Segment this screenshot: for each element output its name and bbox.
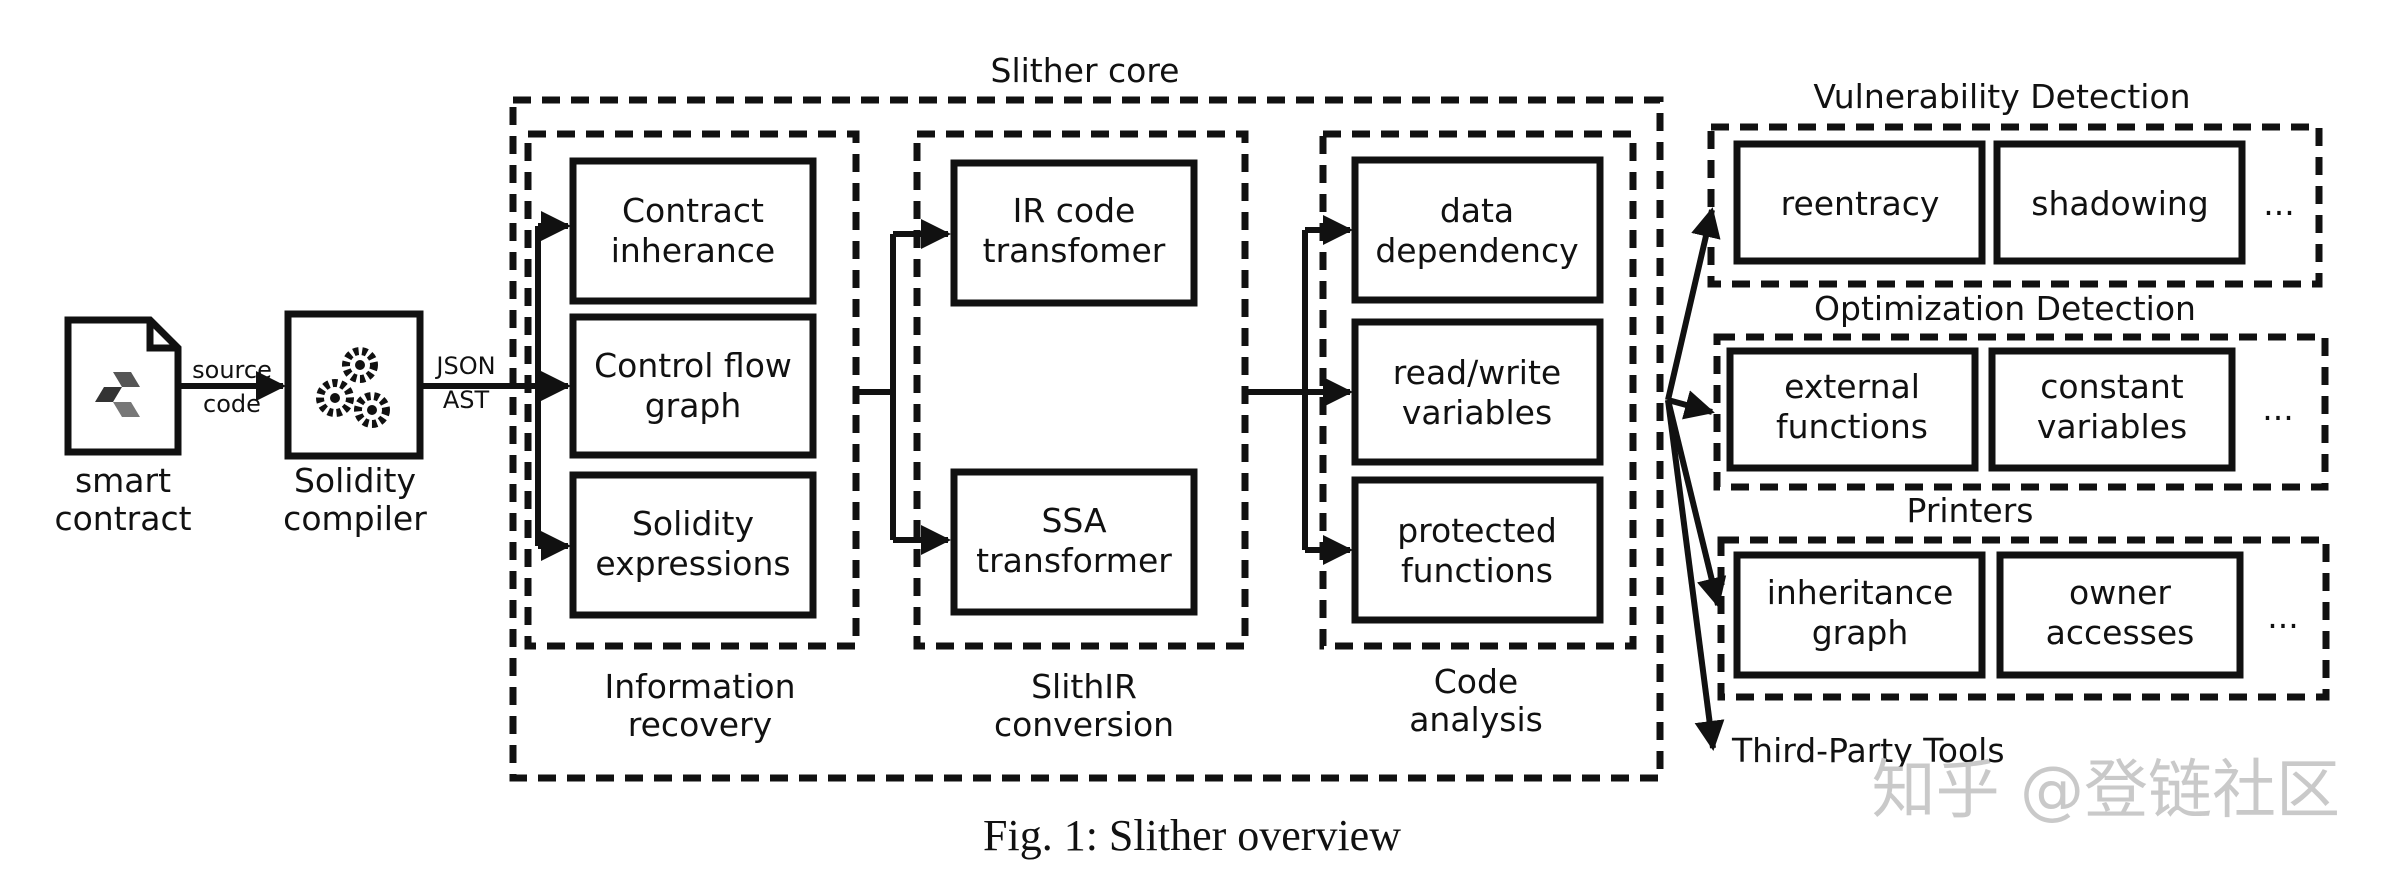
data-dependency-line2: dependency	[1375, 231, 1578, 270]
file-corner	[146, 320, 178, 352]
optimization-more: ...	[2262, 389, 2293, 428]
solidity-expressions-line2: expressions	[595, 544, 790, 583]
read-write-variables-line1: read/write	[1393, 353, 1561, 392]
contract-inherance-line2: inherance	[611, 231, 775, 270]
ssa-transformer-line2: transformer	[976, 541, 1172, 580]
arrow-to-optimization-detection	[1667, 390, 1715, 420]
inheritance-graph-box	[1733, 551, 1986, 679]
reentracy-box	[1733, 140, 1986, 265]
data-dependency-box	[1351, 156, 1604, 304]
slithir-conversion-label-line1: SlithIR	[1031, 667, 1137, 706]
reentracy-label: reentracy	[1781, 184, 1940, 223]
compiler-label-line2: compiler	[283, 499, 427, 538]
smart-contract-file: smart contract	[54, 316, 192, 538]
file-label-line2: contract	[54, 499, 191, 538]
owner-accesses-box	[1996, 551, 2244, 679]
protected-functions-box	[1351, 476, 1604, 624]
constant-variables-line1: constant	[2040, 367, 2184, 406]
protected-functions-line2: functions	[1401, 551, 1553, 590]
constant-variables-line2: variables	[2037, 407, 2187, 446]
control-flow-graph-line2: graph	[645, 386, 742, 425]
figure-caption: Fig. 1: Slither overview	[983, 811, 1401, 860]
gears-icon	[316, 347, 390, 428]
contract-inherance-line1: Contract	[622, 191, 764, 230]
ir-code-transfomer-line2: transfomer	[983, 231, 1166, 270]
inheritance-graph-line1: inheritance	[1767, 573, 1954, 612]
read-write-variables-box	[1351, 318, 1604, 466]
solidity-expressions-line1: Solidity	[632, 504, 754, 543]
constant-variables-box	[1988, 347, 2236, 472]
vulnerability-detection-group	[1707, 123, 2323, 288]
json-ast-label-line2: AST	[443, 386, 490, 414]
read-write-variables-line2: variables	[1402, 393, 1552, 432]
slither-core-container	[509, 96, 1664, 782]
code-analysis-label-line2: analysis	[1409, 700, 1543, 739]
compiler-box	[284, 310, 424, 460]
arrow-to-vulnerability-detection	[1665, 207, 1721, 401]
vulnerability-detection-title: Vulnerability Detection	[1813, 77, 2190, 116]
solidity-expressions-box	[569, 471, 817, 619]
ssa-transformer-box	[950, 468, 1198, 616]
slithir-conversion-label-line2: conversion	[994, 705, 1174, 744]
watermark: 知乎 @登链社区	[1872, 754, 2340, 828]
code-analysis-label-line1: Code	[1434, 662, 1518, 701]
data-dependency-line1: data	[1440, 191, 1514, 230]
owner-accesses-line1: owner	[2069, 573, 2171, 612]
contract-inherance-box	[569, 157, 817, 305]
control-flow-graph-line1: Control flow	[594, 346, 792, 385]
arrow-to-printers	[1665, 399, 1727, 608]
source-code-label-line1: source	[192, 356, 272, 384]
compiler-label-line1: Solidity	[294, 461, 416, 500]
slither-core-title: Slither core	[991, 51, 1180, 90]
inheritance-graph-line2: graph	[1812, 613, 1909, 652]
file-icon	[64, 316, 182, 456]
arrow-to-third-party-tools	[1665, 399, 1725, 751]
source-code-label-line2: code	[203, 390, 261, 418]
optimization-detection-group	[1713, 333, 2329, 491]
ir-code-transfomer-line1: IR code	[1013, 191, 1136, 230]
shadowing-label: shadowing	[2031, 184, 2209, 223]
solidity-compiler: Solidity compiler	[283, 310, 427, 538]
vulnerability-more: ...	[2263, 184, 2294, 223]
external-functions-box	[1726, 347, 1979, 472]
ir-code-transfomer-box	[950, 159, 1198, 307]
file-label-line1: smart	[75, 461, 171, 500]
json-ast-label-line1: JSON	[434, 352, 495, 380]
code-analysis-group	[1319, 130, 1637, 650]
protected-functions-line1: protected	[1397, 511, 1557, 550]
printers-group	[1717, 536, 2330, 701]
information-recovery-label-line2: recovery	[628, 705, 772, 744]
shadowing-box	[1993, 140, 2246, 265]
optimization-detection-title: Optimization Detection	[1814, 289, 2196, 328]
ssa-transformer-line1: SSA	[1041, 501, 1107, 540]
external-functions-line2: functions	[1776, 407, 1928, 446]
control-flow-graph-box	[569, 313, 817, 459]
printers-title: Printers	[1907, 491, 2034, 530]
third-party-tools-label: Third-Party Tools	[1731, 731, 2005, 770]
external-functions-line1: external	[1784, 367, 1920, 406]
information-recovery-label-line1: Information	[604, 667, 795, 706]
solidity-logo-icon	[95, 372, 140, 417]
owner-accesses-line2: accesses	[2046, 613, 2195, 652]
printers-more: ...	[2267, 597, 2298, 636]
